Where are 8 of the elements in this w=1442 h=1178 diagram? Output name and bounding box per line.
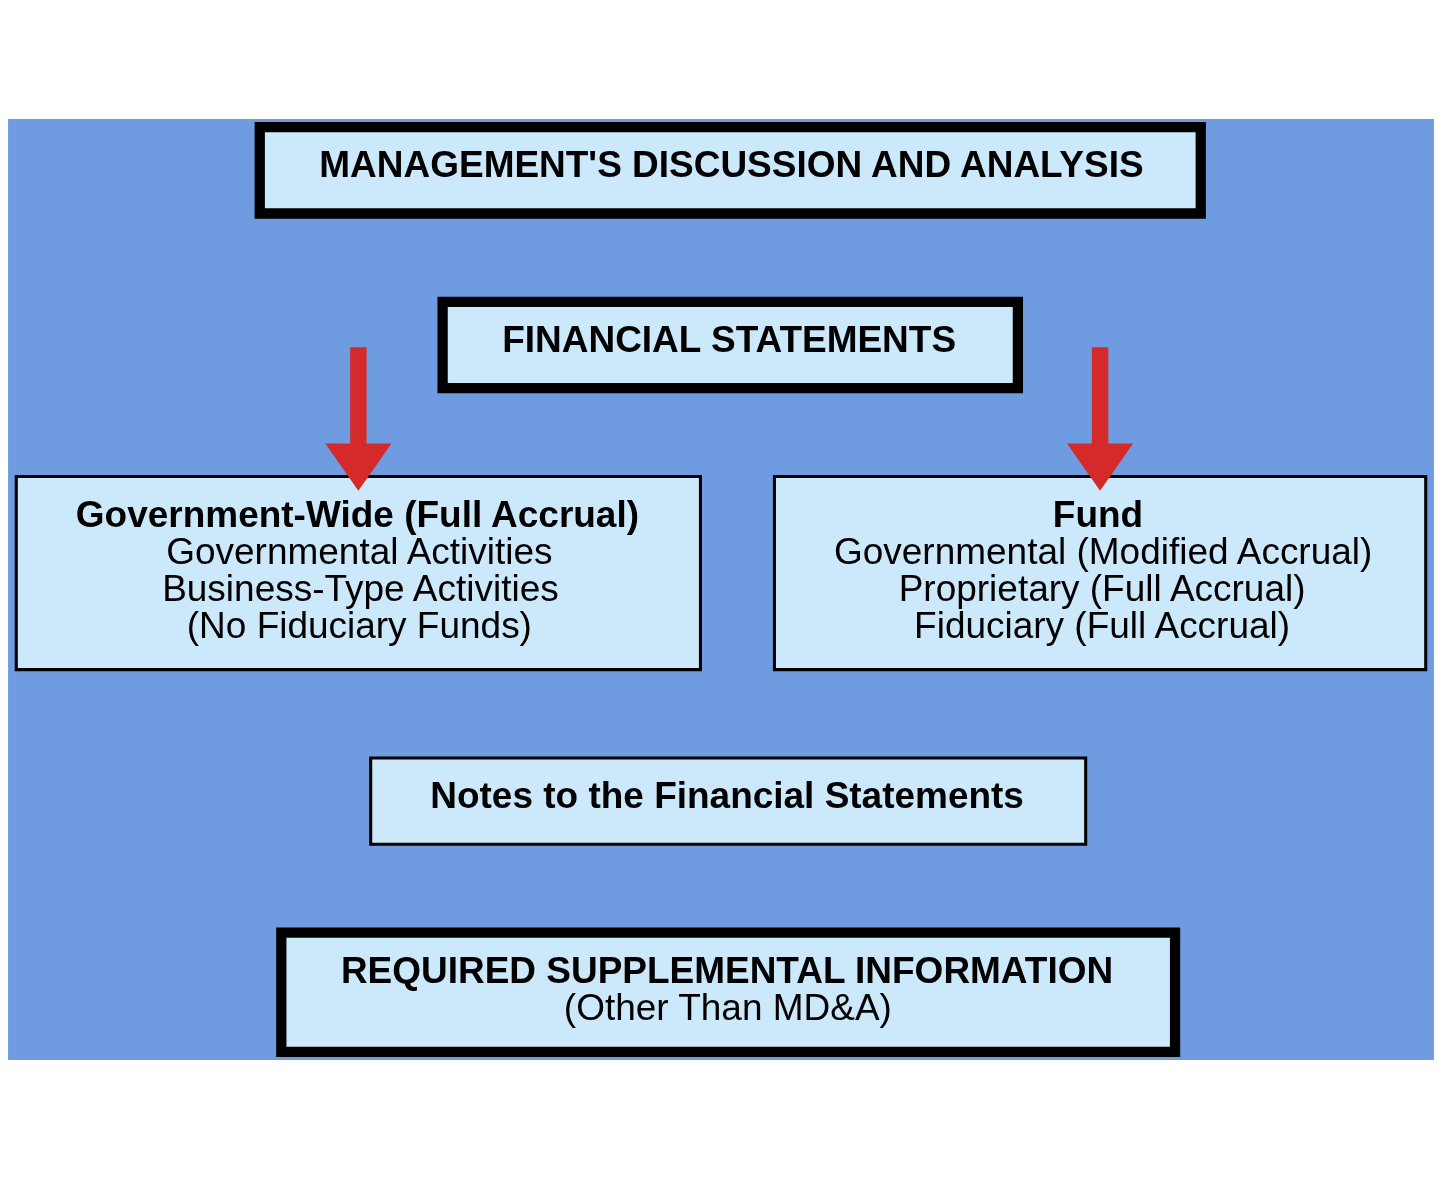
node-box: Government-Wide (Full Accrual) Governmental Activities Business-Type Activities (No Fiduciary Funds) (14, 474, 702, 671)
node-box: REQUIRED SUPPLEMENTAL INFORMATION (Other Than MD&A) (276, 927, 1181, 1057)
node-box: FINANCIAL STATEMENTS (437, 296, 1024, 393)
node-box: MANAGEMENT'S DISCUSSION AND ANALYSIS (254, 121, 1206, 219)
arrow (1067, 346, 1134, 491)
arrow (325, 346, 392, 491)
node-box: Notes to the Financial Statements (369, 755, 1088, 846)
node-box: Fund Governmental (Modified Accrual) Proprietary (Full Accrual) Fiduciary (Full Accrual) (772, 474, 1428, 671)
